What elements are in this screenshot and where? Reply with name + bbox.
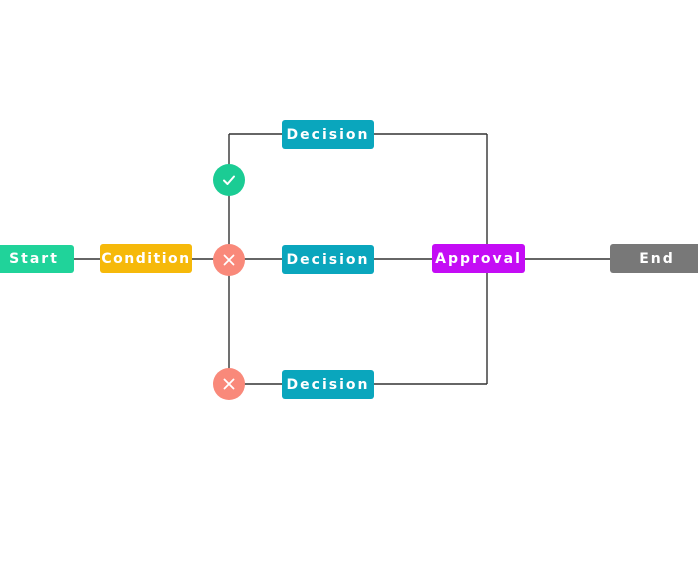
approval-node-label: Approval [435,250,522,267]
end-node-label: End [639,250,675,267]
rejected-status-badge-bottom [213,368,245,400]
approval-node[interactable]: Approval [432,244,525,273]
decision-node-bottom-label: Decision [286,376,370,393]
end-node[interactable]: End [610,244,698,273]
condition-node[interactable]: Condition [100,244,192,273]
cross-icon [223,254,235,266]
decision-node-top[interactable]: Decision [282,120,374,149]
condition-node-label: Condition [101,250,191,267]
check-icon [223,175,235,185]
decision-node-middle-label: Decision [286,251,370,268]
start-node-label: Start [9,251,59,267]
decision-node-middle[interactable]: Decision [282,245,374,274]
decision-node-bottom[interactable]: Decision [282,370,374,399]
decision-node-top-label: Decision [286,126,370,143]
approved-status-badge [213,164,245,196]
rejected-status-badge-middle [213,244,245,276]
start-node[interactable]: Start [0,245,74,273]
cross-icon [223,378,235,390]
